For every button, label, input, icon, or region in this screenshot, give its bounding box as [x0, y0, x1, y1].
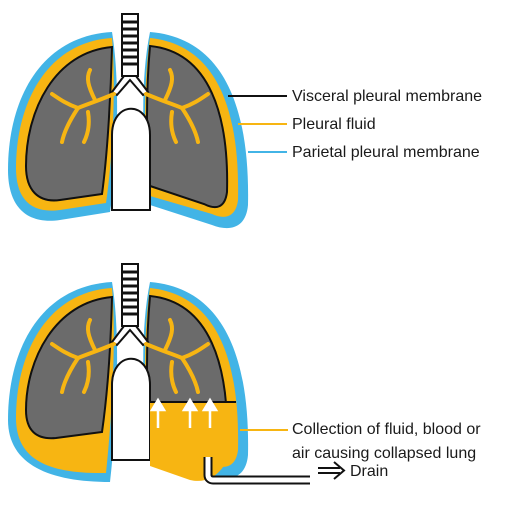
top-lungs-figure [8, 14, 248, 228]
drain-arrow-icon [318, 462, 344, 479]
visceral-label: Visceral pleural membrane [292, 88, 482, 105]
bottom-mediastinum [112, 359, 150, 460]
parietal-label: Parietal pleural membrane [292, 144, 480, 161]
collection-label-line1: Collection of fluid, blood or [292, 421, 481, 438]
top-mediastinum [112, 109, 150, 210]
drain-label: Drain [350, 463, 388, 480]
top-trachea [112, 14, 148, 95]
bottom-trachea [112, 264, 148, 345]
fluid-label: Pleural fluid [292, 116, 376, 133]
collection-label-line2: air causing collapsed lung [292, 445, 476, 462]
bottom-left-collapsed-lung [26, 297, 112, 438]
